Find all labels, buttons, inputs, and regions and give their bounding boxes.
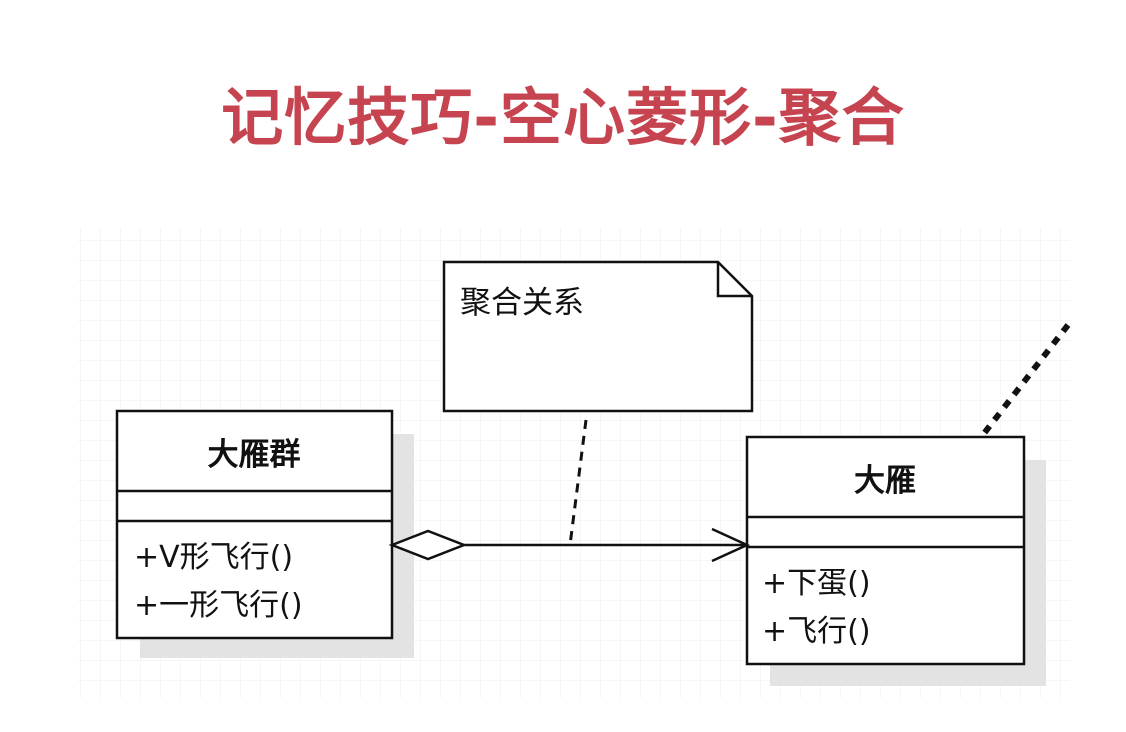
class-method: +下蛋() [762, 566, 871, 601]
class-method: +一形飞行() [134, 588, 303, 623]
note-text: 聚合关系 [460, 285, 584, 321]
note-fold [716, 262, 752, 298]
slide-title: 记忆技巧-空心菱形-聚合 [221, 81, 905, 154]
class-name: 大雁群 [208, 437, 301, 473]
partial-connector-line [979, 323, 1071, 438]
class-box [745, 435, 1026, 666]
aggregation-relationship[interactable] [388, 527, 751, 563]
note-anchor-line [568, 419, 588, 546]
open-arrowhead-icon [711, 527, 751, 563]
note-body [442, 260, 754, 413]
class-box [115, 409, 394, 640]
class-wild-goose[interactable]: 大雁 +下蛋() +飞行() [745, 435, 1046, 686]
class-method: +飞行() [762, 614, 871, 649]
class-wild-goose-flock[interactable]: 大雁群 +V形飞行() +一形飞行() [115, 409, 414, 658]
note[interactable]: 聚合关系 [442, 260, 754, 413]
class-name: 大雁 [854, 463, 916, 499]
class-method: +V形飞行() [134, 540, 293, 575]
